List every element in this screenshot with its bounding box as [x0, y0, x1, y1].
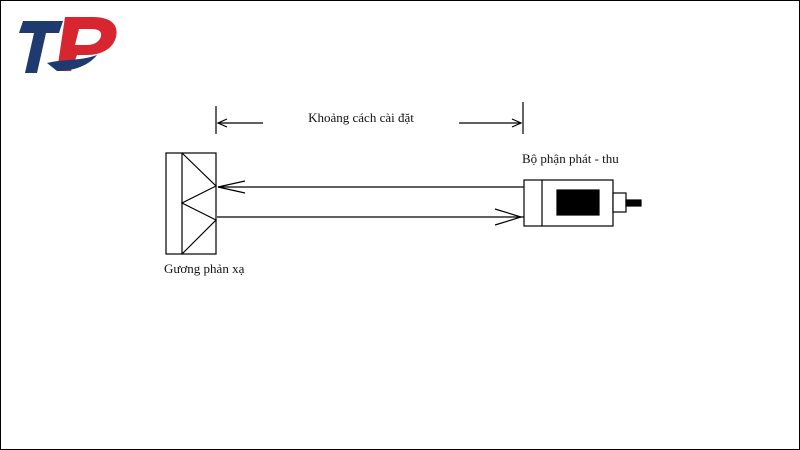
reflector-prism-zigzag: [180, 152, 218, 255]
reflector-label: Gương phản xạ: [164, 261, 245, 276]
distance-dimension: [215, 102, 524, 134]
logo-swoosh: [47, 55, 97, 71]
reflector-body: [165, 152, 217, 255]
transceiver: [523, 179, 642, 227]
light-beams: [217, 180, 524, 226]
transceiver-cable: [625, 199, 642, 207]
transceiver-connector: [612, 192, 627, 213]
reflector: [165, 152, 218, 255]
dimension-arrow-right: [511, 118, 523, 128]
distance-label: Khoảng cách cài đặt: [308, 110, 414, 125]
beam-return-arrow: [217, 180, 246, 194]
dimension-arrow-left: [216, 118, 228, 128]
logo-letter-t: [19, 21, 63, 73]
tp-logo: TP: [19, 17, 117, 73]
logo-letter-p: [57, 17, 117, 71]
transceiver-window: [556, 189, 600, 216]
transceiver-label: Bộ phận phát - thu: [522, 151, 619, 166]
beam-emit-arrow: [494, 208, 524, 226]
